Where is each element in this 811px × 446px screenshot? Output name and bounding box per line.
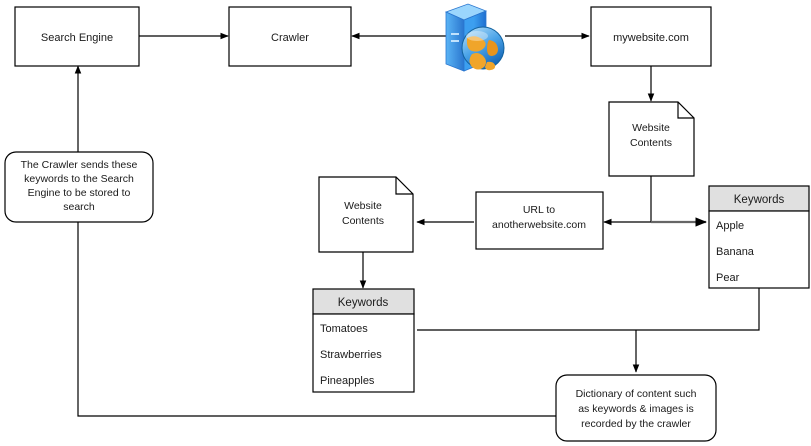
note-left-line3: Engine to be stored to [28, 187, 131, 199]
search-engine-label: Search Engine [41, 32, 113, 44]
url-anotherwebsite-line1: URL to [523, 204, 555, 216]
keywords-right-header-label: Keywords [734, 194, 785, 206]
note-dictionary-line2: as keywords & images is [578, 403, 694, 415]
keywords-right-row-2: Pear [716, 272, 740, 284]
node-crawler[interactable]: Crawler [228, 6, 352, 67]
keywords-right-body [708, 210, 810, 289]
keywords-left-row-2: Pineapples [320, 375, 375, 387]
keywords-left-body [312, 313, 415, 393]
keywords-left-header-label: Keywords [338, 297, 389, 309]
note-dictionary-line3: recorded by the crawler [581, 418, 691, 430]
node-mywebsite[interactable]: mywebsite.com [590, 6, 712, 67]
node-search-engine[interactable]: Search Engine [14, 6, 140, 67]
connector-keywords-right-to-merge [636, 288, 760, 331]
note-left-line2: keywords to the Search [24, 173, 134, 185]
connector-dictionary-to-note [77, 222, 556, 417]
keywords-right-row-0: Apple [716, 220, 744, 232]
crawler-label: Crawler [271, 32, 309, 44]
table-keywords-right[interactable]: Keywords Apple Banana Pear [708, 185, 810, 289]
note-dictionary-line1: Dictionary of content such [576, 388, 697, 400]
keywords-left-row-1: Strawberries [320, 349, 382, 361]
keywords-right-row-1: Banana [716, 246, 755, 258]
note-crawler-sends-keywords[interactable]: The Crawler sends these keywords to the … [4, 151, 154, 223]
website-contents-right-line2: Contents [630, 137, 672, 149]
table-keywords-left[interactable]: Keywords Tomatoes Strawberries Pineapple… [312, 288, 415, 393]
note-left-line1: The Crawler sends these [21, 159, 138, 171]
node-url-anotherwebsite[interactable]: URL to anotherwebsite.com [475, 191, 604, 250]
node-website-contents-left[interactable]: Website Contents [318, 176, 414, 253]
note-left-line4: search [63, 201, 95, 213]
mywebsite-label: mywebsite.com [613, 32, 689, 44]
website-contents-left-line1: Website [344, 200, 382, 212]
web-server-globe-icon [444, 3, 505, 72]
note-dictionary-of-content[interactable]: Dictionary of content such as keywords &… [555, 374, 717, 442]
url-anotherwebsite-line2: anotherwebsite.com [492, 219, 586, 231]
website-contents-left-line2: Contents [342, 215, 384, 227]
keywords-left-row-0: Tomatoes [320, 323, 368, 335]
node-website-contents-right[interactable]: Website Contents [608, 101, 695, 177]
website-contents-right-line1: Website [632, 122, 670, 134]
